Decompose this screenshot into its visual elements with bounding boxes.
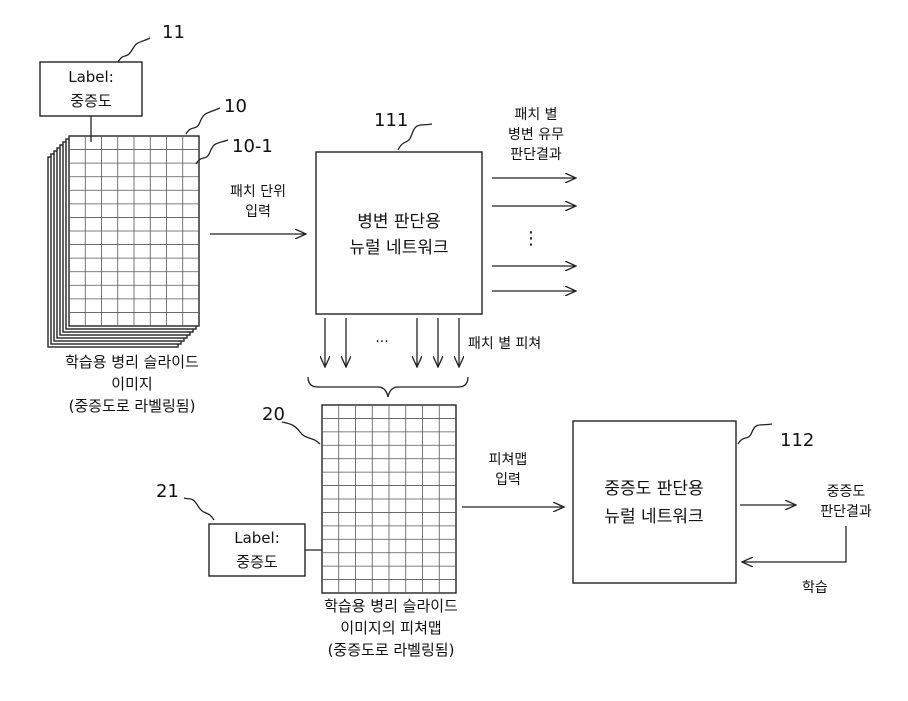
- ref-10-leader: [185, 107, 221, 135]
- ref-112: 112: [780, 430, 814, 451]
- ref-111-leader: [397, 123, 433, 151]
- ref-20-leader: [281, 421, 321, 445]
- ref-10-1-leader: [195, 139, 229, 165]
- ref-10: 10: [224, 96, 247, 117]
- ref-21: 21: [156, 481, 179, 502]
- feature-label-box: Label: 중증도: [208, 523, 306, 577]
- ref-11: 11: [162, 22, 185, 43]
- lesion-network-line1: 병변 판단용: [357, 212, 441, 232]
- slide-caption-1: 학습용 병리 슬라이드: [65, 353, 199, 371]
- severity-output-1: 중증도: [827, 484, 866, 500]
- ref-21-leader: [183, 497, 215, 521]
- lesion-network-line2: 뉴럴 네트워크: [349, 238, 448, 258]
- slide-grid: [68, 135, 200, 327]
- severity-network-line2: 뉴럴 네트워크: [604, 507, 703, 527]
- slide-label-box: Label: 중증도: [39, 61, 143, 117]
- patch-input-label-1: 패치 단위: [230, 184, 286, 200]
- slide-label-line1: Label:: [68, 68, 114, 86]
- feature-label: 패치 별 피쳐: [468, 336, 541, 352]
- network1-output-caption-1: 패치 별: [514, 107, 557, 123]
- patch-input-label-2: 입력: [245, 204, 271, 220]
- ref-11-leader: [117, 37, 151, 63]
- severity-output-2: 판단결과: [820, 504, 872, 520]
- feature-brace: [307, 376, 469, 398]
- ref-112-leader: [737, 423, 773, 445]
- feature-label-line2: 중증도: [236, 553, 278, 571]
- slide-label-line2: 중증도: [70, 92, 112, 110]
- feature-caption-3: (중증도로 라벨링됨): [328, 641, 455, 659]
- featuremap-input-label-1: 피쳐맵: [489, 452, 528, 468]
- slide-caption-3: (중증도로 라벨링됨): [69, 397, 196, 415]
- ref-10-1: 10-1: [232, 136, 273, 157]
- ref-20: 20: [262, 404, 285, 425]
- ref-111: 111: [374, 110, 408, 131]
- learning-label: 학습: [802, 580, 828, 596]
- learning-feedback-arrow: [742, 526, 847, 562]
- feature-label-line1: Label:: [234, 529, 280, 547]
- feature-caption-1: 학습용 병리 슬라이드: [324, 597, 458, 615]
- network1-output-caption-3: 판단결과: [510, 147, 562, 163]
- slide-caption-2: 이미지: [111, 375, 152, 393]
- severity-network-line1: 중증도 판단용: [604, 479, 703, 499]
- feature-map: [321, 404, 457, 594]
- feature-ellipsis: ···: [375, 334, 388, 350]
- network1-output-caption-2: 병변 유무: [508, 127, 564, 143]
- output-vertical-ellipsis: ⋮: [522, 228, 540, 249]
- severity-network-box: 중증도 판단용 뉴럴 네트워크: [572, 420, 737, 584]
- slide-stack: [47, 135, 200, 348]
- feature-caption-2: 이미지의 피쳐맵: [340, 619, 441, 637]
- lesion-network-box: 병변 판단용 뉴럴 네트워크: [315, 151, 483, 315]
- featuremap-input-label-2: 입력: [495, 472, 521, 488]
